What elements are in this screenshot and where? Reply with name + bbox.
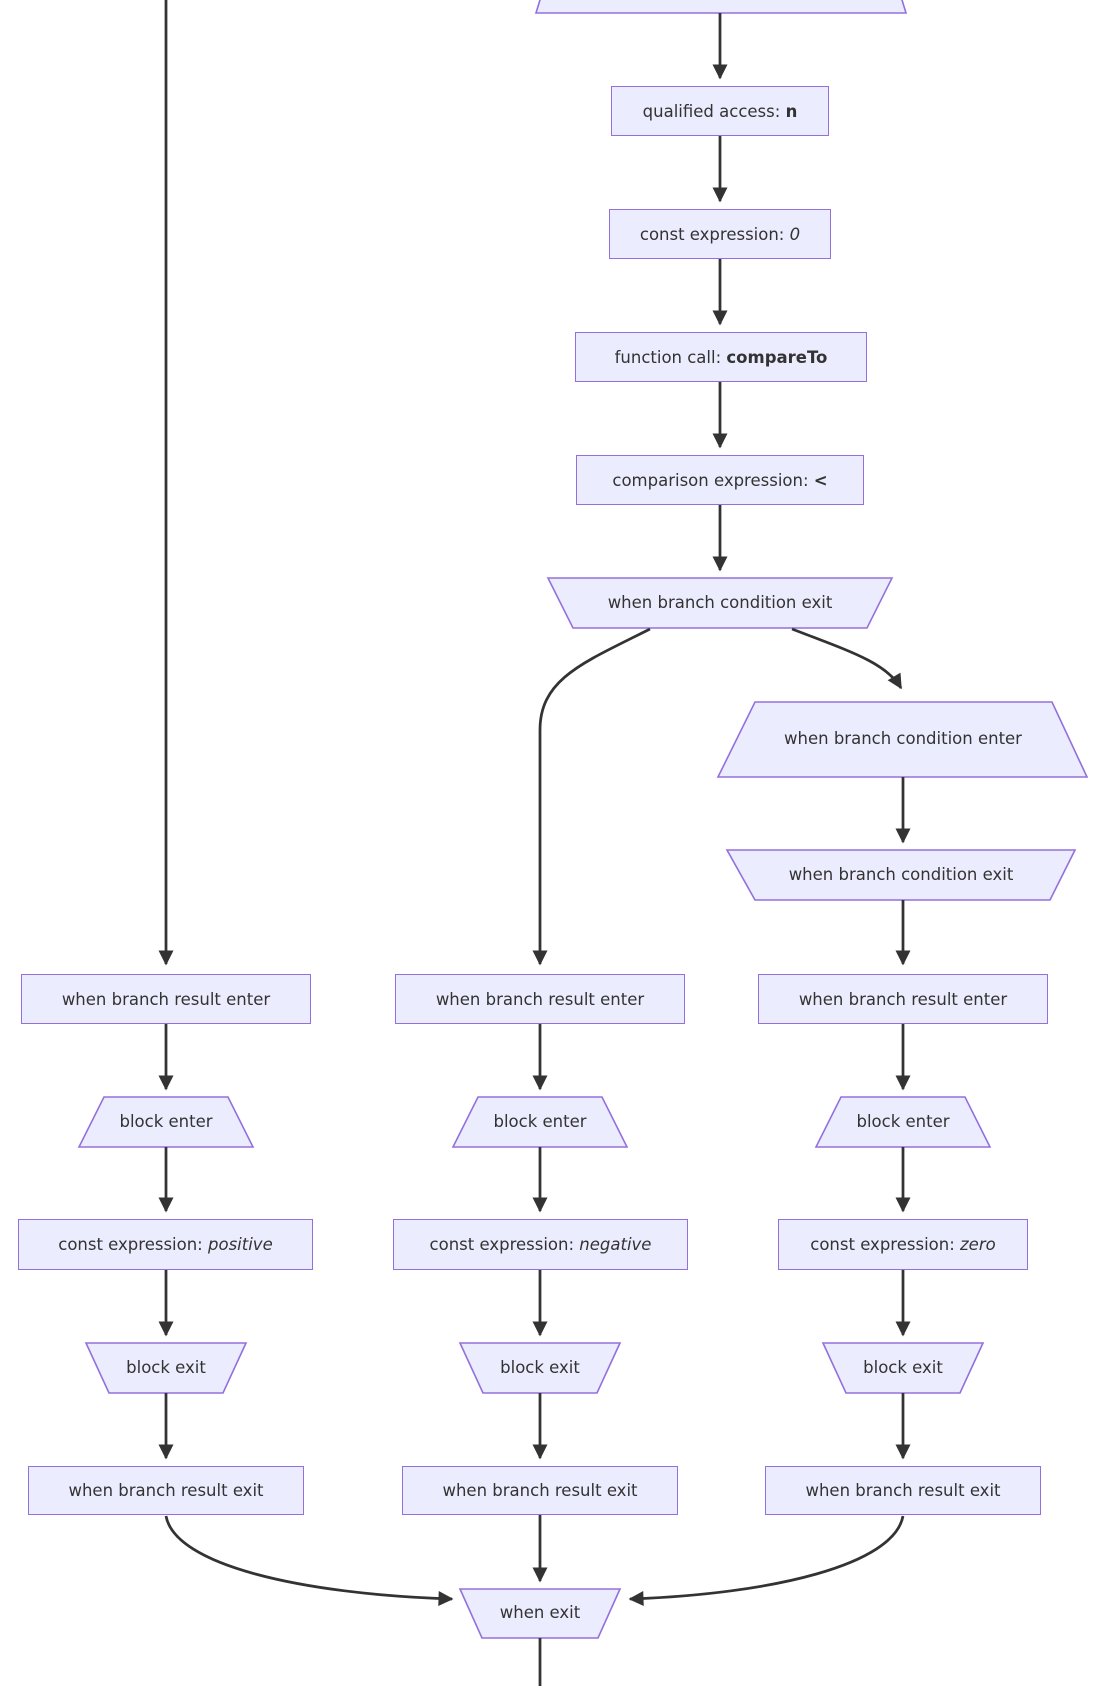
node-when-branch-result-enter-right: when branch result enter <box>758 974 1048 1024</box>
node-label: when branch result exit <box>805 1481 1001 1500</box>
node-block-enter-mid <box>451 1096 629 1148</box>
node-block-exit-right <box>821 1342 985 1394</box>
node-label-when-exit: when exit <box>499 1603 581 1623</box>
node-label: function call: <box>614 347 727 367</box>
node-comparison-expression: comparison expression: < <box>576 455 864 505</box>
node-label: const expression: <box>639 224 790 244</box>
node-label-block-exit-right: block exit <box>863 1357 943 1377</box>
node-label-block-enter-mid: block enter <box>493 1111 587 1131</box>
node-label-block-enter-left: block enter <box>119 1111 213 1131</box>
node-value: n <box>785 101 798 121</box>
node-value: compareTo <box>726 347 828 367</box>
node-value: < <box>813 470 828 490</box>
node-block-exit-mid <box>458 1342 622 1394</box>
edge-result-exit-right-to-when-exit <box>628 1515 905 1607</box>
node-label: when branch result enter <box>61 989 271 1009</box>
node-when-branch-result-exit-left: when branch result exit <box>28 1466 304 1515</box>
node-when-branch-result-exit-mid: when branch result exit <box>402 1466 678 1515</box>
node-const-expression-0: const expression: 0 <box>609 209 831 259</box>
node-value: 0 <box>789 224 801 244</box>
node-when-branch-result-enter-left: when branch result enter <box>21 974 311 1024</box>
node-label: when branch result enter <box>435 989 645 1009</box>
edge-result-exit-left-to-when-exit <box>164 1515 454 1607</box>
node-label: comparison expression: <box>612 470 814 490</box>
node-when-branch-result-exit-right: when branch result exit <box>765 1466 1041 1515</box>
node-value: zero <box>960 1235 996 1254</box>
node-when-branch-condition-exit-right <box>725 849 1077 901</box>
node-entry-trapezoid-cut <box>534 0 908 14</box>
node-label: when branch result exit <box>68 1481 264 1500</box>
node-label: const expression: <box>810 1235 961 1254</box>
node-label-block-enter-right: block enter <box>856 1111 950 1131</box>
node-block-exit-left <box>84 1342 248 1394</box>
node-const-expression-zero: const expression: zero <box>778 1219 1028 1270</box>
edge-cond-exit-to-cond-enter <box>791 627 903 690</box>
node-block-enter-left <box>77 1096 255 1148</box>
node-value: positive <box>208 1235 273 1254</box>
node-label: when branch result exit <box>442 1481 638 1500</box>
node-const-expression-negative: const expression: negative <box>393 1219 688 1270</box>
node-qualified-access: qualified access: n <box>611 86 829 136</box>
node-when-branch-condition-enter <box>716 701 1089 778</box>
node-label: qualified access: <box>642 101 786 121</box>
node-label: const expression: <box>58 1235 208 1254</box>
node-const-expression-positive: const expression: positive <box>18 1219 313 1270</box>
node-label-block-exit-mid: block exit <box>500 1357 580 1377</box>
edge-cond-exit-to-mid-result-enter <box>532 627 651 966</box>
node-label: when branch result enter <box>798 989 1008 1009</box>
node-label-when-branch-condition-enter: when branch condition enter <box>784 729 1022 749</box>
node-when-exit <box>458 1588 622 1639</box>
node-block-enter-right <box>814 1096 992 1148</box>
node-label: const expression: <box>429 1235 580 1254</box>
node-label-when-branch-condition-exit-main: when branch condition exit <box>607 592 833 612</box>
node-label-block-exit-left: block exit <box>126 1357 206 1377</box>
node-value: negative <box>579 1235 652 1254</box>
node-when-branch-condition-exit-main <box>546 577 894 629</box>
node-when-branch-result-enter-mid: when branch result enter <box>395 974 685 1024</box>
node-label-when-branch-condition-exit-right: when branch condition exit <box>788 864 1014 884</box>
node-function-call-compareto: function call: compareTo <box>575 332 867 382</box>
